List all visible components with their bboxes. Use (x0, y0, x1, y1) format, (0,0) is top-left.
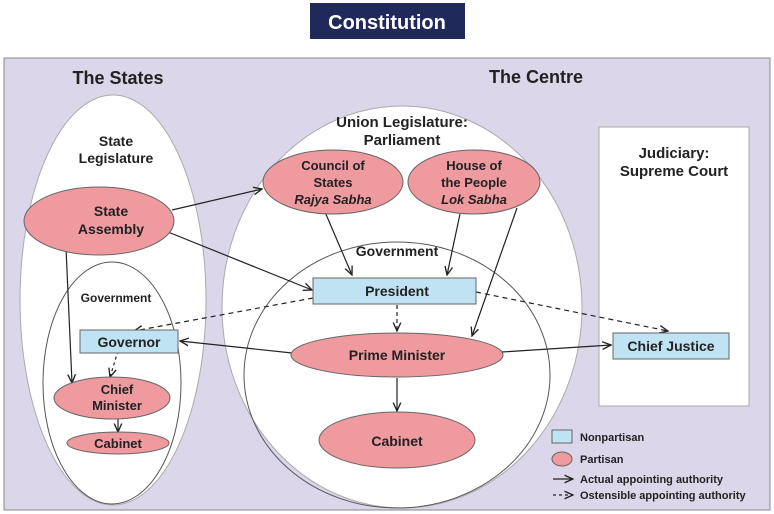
legend-ostensible-label: Ostensible appointing authority (580, 490, 747, 502)
state-assembly-label-2: Assembly (78, 221, 144, 237)
governor-node: Governor (79, 329, 179, 354)
governor-label: Governor (97, 334, 161, 350)
legend-nonpartisan-label: Nonpartisan (580, 432, 644, 444)
state-legislature-label-2: Legislature (79, 150, 154, 166)
council-of-states-node: Council of States Rajya Sabha (262, 149, 404, 215)
arrow-prime-minister-to-governor (180, 341, 293, 354)
legend-partisan-swatch (551, 451, 573, 467)
chief-justice-label: Chief Justice (627, 338, 714, 354)
president-label: President (365, 283, 429, 299)
president-node: President (312, 277, 477, 305)
arrow-council-to-president (324, 211, 352, 275)
constitution-title: Constitution (328, 12, 446, 34)
judiciary-label-1: Judiciary: (639, 145, 710, 162)
arrow-house-to-prime-minister (472, 207, 518, 336)
house-of-people-label-3: Lok Sabha (441, 192, 507, 207)
state-assembly-label-1: State (94, 203, 128, 219)
arrow-assembly-to-chief-minister (65, 247, 72, 383)
council-of-states-label-1: Council of (301, 158, 365, 173)
arrow-president-to-chief-justice (475, 291, 668, 331)
prime-minister-node: Prime Minister (290, 332, 504, 378)
chief-minister-label-1: Chief (101, 382, 134, 397)
centre-header: The Centre (489, 67, 583, 87)
arrow-house-to-president (447, 213, 461, 275)
chief-minister-node: Chief Minister (53, 376, 171, 420)
legend: Nonpartisan Partisan Actual appointing a… (551, 429, 747, 502)
chief-minister-label-2: Minister (92, 398, 142, 413)
state-assembly-node: State Assembly (23, 186, 175, 256)
constitution-box: Constitution (310, 3, 465, 39)
state-cabinet-label: Cabinet (94, 436, 142, 451)
state-government-region (42, 261, 182, 505)
judiciary-label-2: Supreme Court (620, 163, 728, 180)
centre-government-region (243, 241, 551, 509)
legend-actual-label: Actual appointing authority (580, 474, 724, 486)
states-header: The States (72, 68, 163, 88)
council-of-states-label-3: Rajya Sabha (294, 192, 371, 207)
chief-justice-node: Chief Justice (612, 332, 730, 360)
house-of-people-label-1: House of (446, 158, 502, 173)
union-legislature-label-1: Union Legislature: (336, 114, 468, 131)
prime-minister-label: Prime Minister (349, 347, 446, 363)
legend-nonpartisan-swatch (551, 429, 573, 444)
council-of-states-label-2: States (313, 175, 352, 190)
state-government-label: Government (81, 291, 152, 305)
state-cabinet-node: Cabinet (66, 431, 170, 455)
centre-cabinet-node: Cabinet (318, 411, 476, 469)
union-legislature-label-2: Parliament (364, 132, 441, 149)
arrow-assembly-to-president (167, 231, 312, 290)
arrow-assembly-to-council (171, 189, 262, 211)
arrow-governor-to-chief-minister (110, 350, 119, 377)
legend-partisan-label: Partisan (580, 454, 624, 466)
arrow-president-to-governor (134, 297, 314, 331)
centre-government-label: Government (356, 243, 439, 259)
house-of-people-label-2: the People (441, 175, 507, 190)
arrow-prime-minister-to-chief-justice (501, 345, 611, 353)
house-of-people-node: House of the People Lok Sabha (407, 149, 541, 215)
state-legislature-label-1: State (99, 133, 133, 149)
centre-cabinet-label: Cabinet (371, 433, 423, 449)
